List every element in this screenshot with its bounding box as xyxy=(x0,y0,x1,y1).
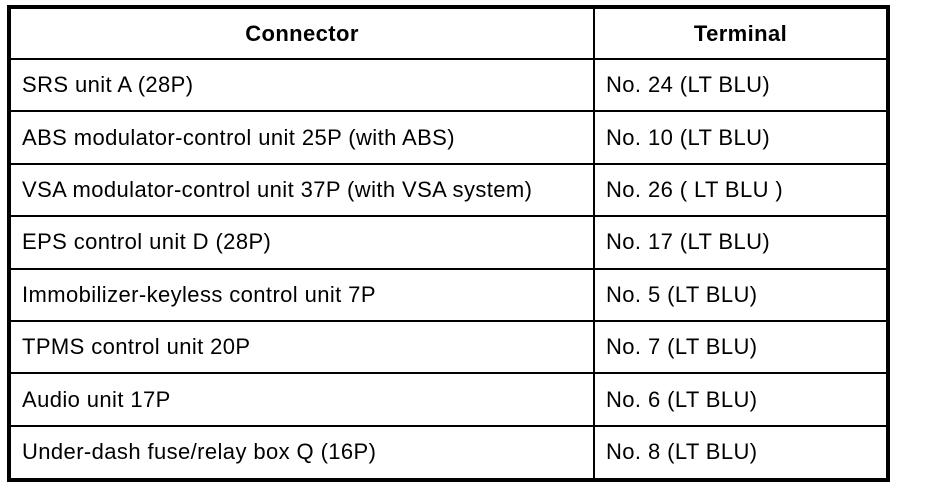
connector-cell: SRS unit A (28P) xyxy=(8,57,595,113)
connector-column-header: Connector xyxy=(8,6,595,60)
table-row: TPMS control unit 20P No. 7 (LT BLU) xyxy=(8,319,889,375)
terminal-cell: No. 8 (LT BLU) xyxy=(593,424,889,482)
terminal-cell: No. 26 ( LT BLU ) xyxy=(593,162,889,218)
table-row: Immobilizer-keyless control unit 7P No. … xyxy=(8,267,889,322)
table-row: ABS modulator-control unit 25P (with ABS… xyxy=(8,110,889,165)
terminal-cell: No. 24 (LT BLU) xyxy=(593,57,889,113)
terminal-cell: No. 17 (LT BLU) xyxy=(593,215,889,270)
connector-cell: EPS control unit D (28P) xyxy=(8,215,595,270)
table-row: VSA modulator-control unit 37P (with VSA… xyxy=(8,162,889,218)
table-row: SRS unit A (28P) No. 24 (LT BLU) xyxy=(8,57,889,113)
connector-cell: VSA modulator-control unit 37P (with VSA… xyxy=(8,162,595,218)
connector-cell: Immobilizer-keyless control unit 7P xyxy=(8,267,595,322)
table-row: Audio unit 17P No. 6 (LT BLU) xyxy=(8,372,889,427)
connector-cell: Under-dash fuse/relay box Q (16P) xyxy=(8,424,595,482)
terminal-cell: No. 6 (LT BLU) xyxy=(593,372,889,427)
connector-cell: ABS modulator-control unit 25P (with ABS… xyxy=(8,110,595,165)
connector-terminal-table: Connector Terminal SRS unit A (28P) No. … xyxy=(7,5,890,482)
terminal-cell: No. 5 (LT BLU) xyxy=(593,267,889,322)
table-row: EPS control unit D (28P) No. 17 (LT BLU) xyxy=(8,215,889,270)
terminal-column-header: Terminal xyxy=(593,6,889,60)
connector-cell: Audio unit 17P xyxy=(8,372,595,427)
table-row: Under-dash fuse/relay box Q (16P) No. 8 … xyxy=(8,424,889,482)
terminal-cell: No. 7 (LT BLU) xyxy=(593,319,889,375)
terminal-cell: No. 10 (LT BLU) xyxy=(593,110,889,165)
table-header-row: Connector Terminal xyxy=(8,6,889,60)
connector-cell: TPMS control unit 20P xyxy=(8,319,595,375)
